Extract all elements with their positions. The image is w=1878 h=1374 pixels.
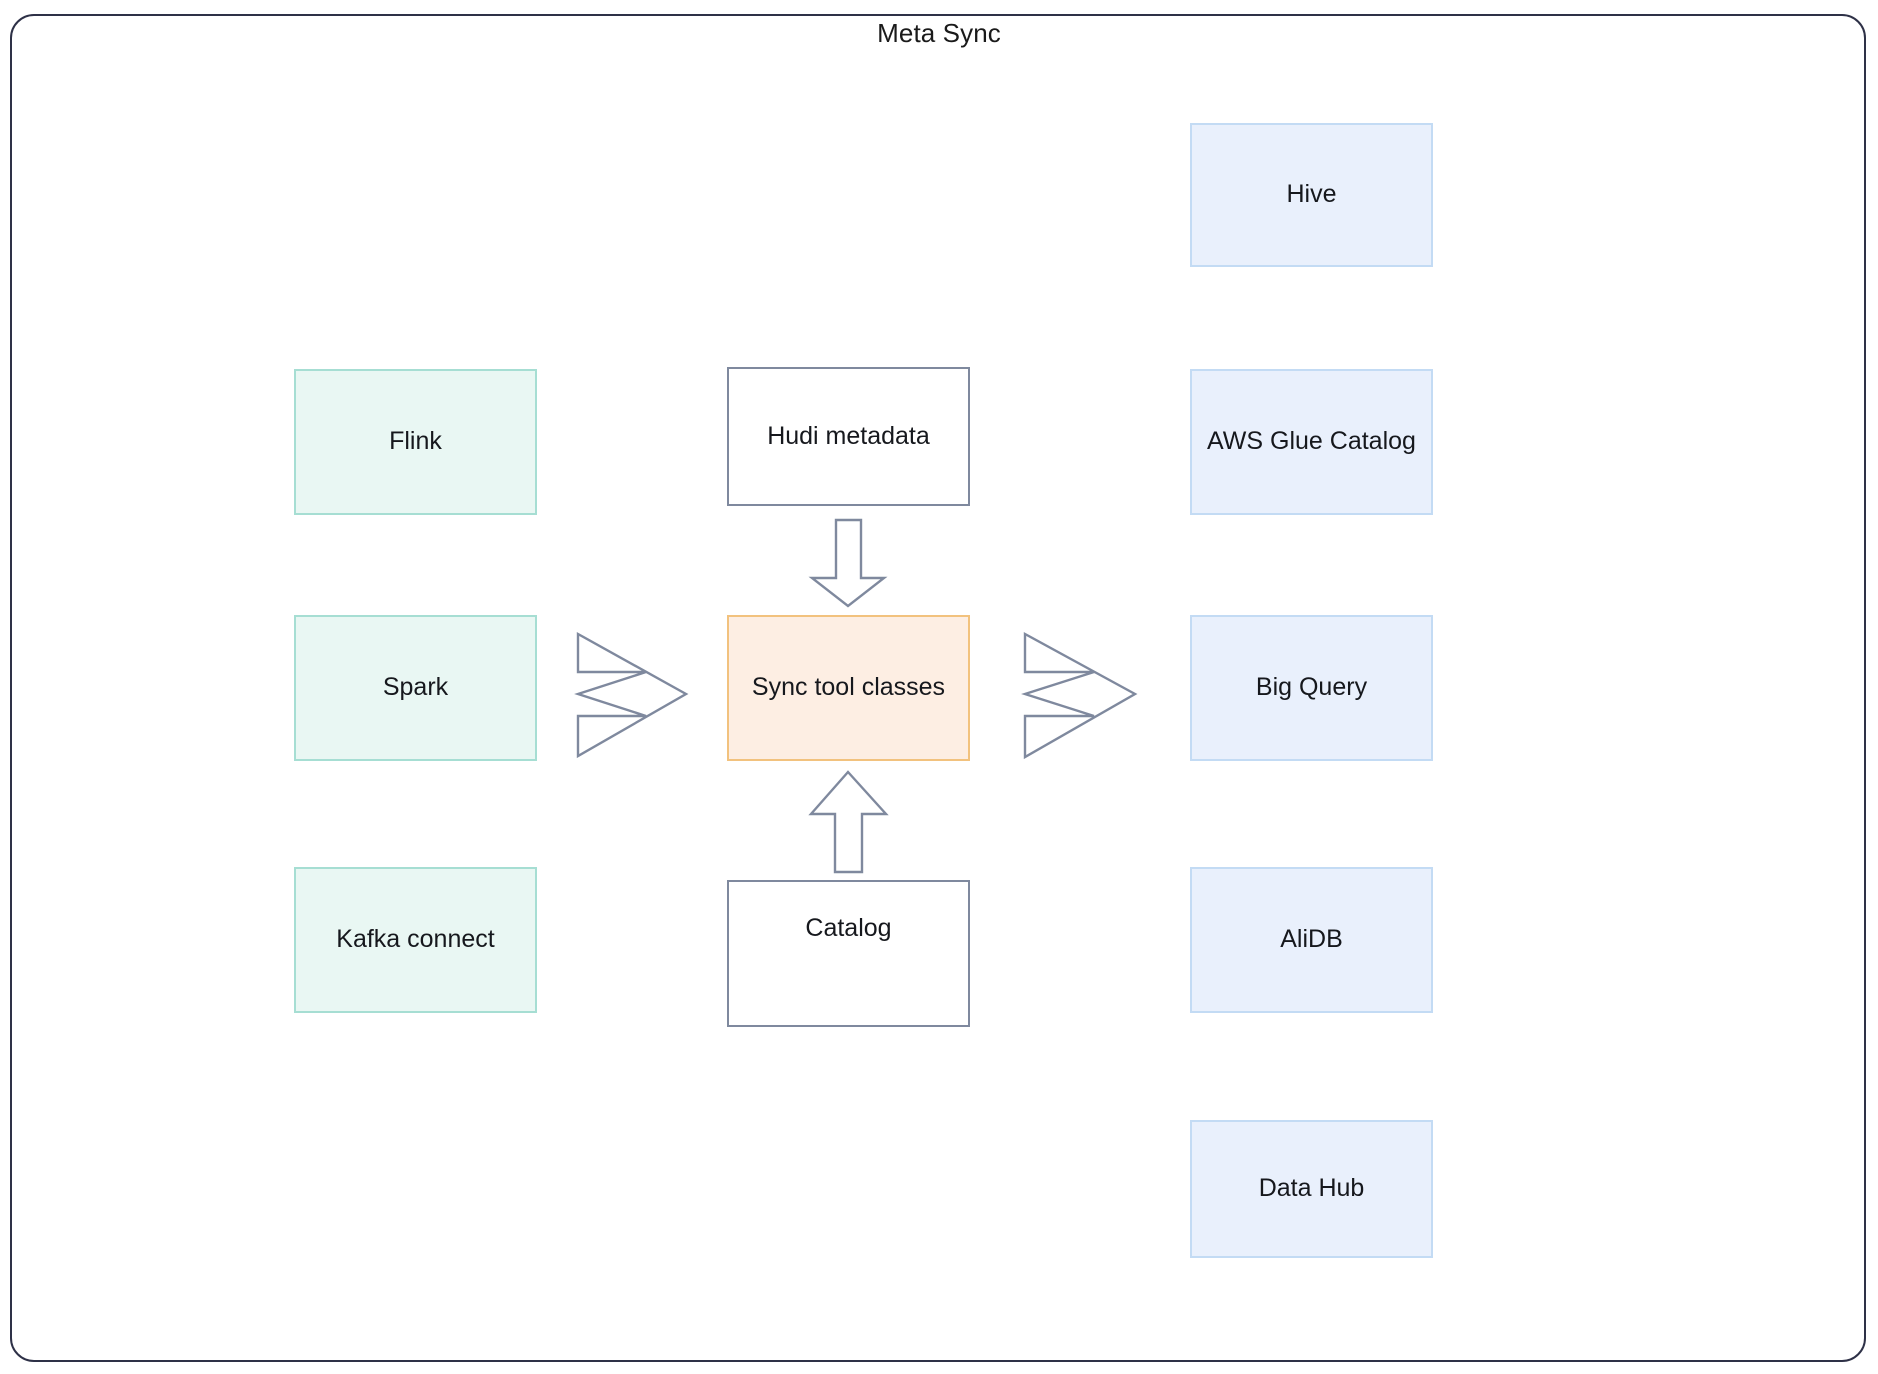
node-catalog[interactable]: Catalog	[727, 880, 970, 1027]
node-spark-label: Spark	[382, 673, 449, 702]
node-sync-tool-classes-label: Sync tool classes	[751, 673, 946, 702]
node-data-hub-label: Data Hub	[1258, 1174, 1365, 1203]
node-hudi-metadata[interactable]: Hudi metadata	[727, 367, 970, 506]
node-kafka-connect-label: Kafka connect	[336, 925, 495, 954]
node-big-query-label: Big Query	[1255, 673, 1368, 702]
node-flink[interactable]: Flink	[294, 369, 537, 515]
node-hive[interactable]: Hive	[1190, 123, 1433, 267]
arrow-sync-to-targets-icon	[1021, 631, 1138, 760]
node-kafka-connect[interactable]: Kafka connect	[294, 867, 537, 1013]
node-alidb-label: AliDB	[1280, 925, 1343, 954]
node-big-query[interactable]: Big Query	[1190, 615, 1433, 761]
arrow-hudi-metadata-to-sync-icon	[808, 518, 888, 608]
node-catalog-label: Catalog	[805, 913, 892, 942]
node-spark[interactable]: Spark	[294, 615, 537, 761]
node-aws-glue-catalog[interactable]: AWS Glue Catalog	[1190, 369, 1433, 515]
diagram-title: Meta Sync	[877, 18, 1001, 48]
node-data-hub[interactable]: Data Hub	[1190, 1120, 1433, 1258]
node-alidb[interactable]: AliDB	[1190, 867, 1433, 1013]
node-sync-tool-classes[interactable]: Sync tool classes	[727, 615, 970, 761]
node-aws-glue-catalog-label: AWS Glue Catalog	[1207, 427, 1416, 456]
node-flink-label: Flink	[389, 427, 442, 456]
arrow-sources-to-sync-icon	[574, 631, 689, 759]
node-hive-label: Hive	[1286, 180, 1337, 209]
node-hudi-metadata-label: Hudi metadata	[767, 421, 930, 450]
arrow-catalog-to-sync-icon	[808, 770, 889, 874]
